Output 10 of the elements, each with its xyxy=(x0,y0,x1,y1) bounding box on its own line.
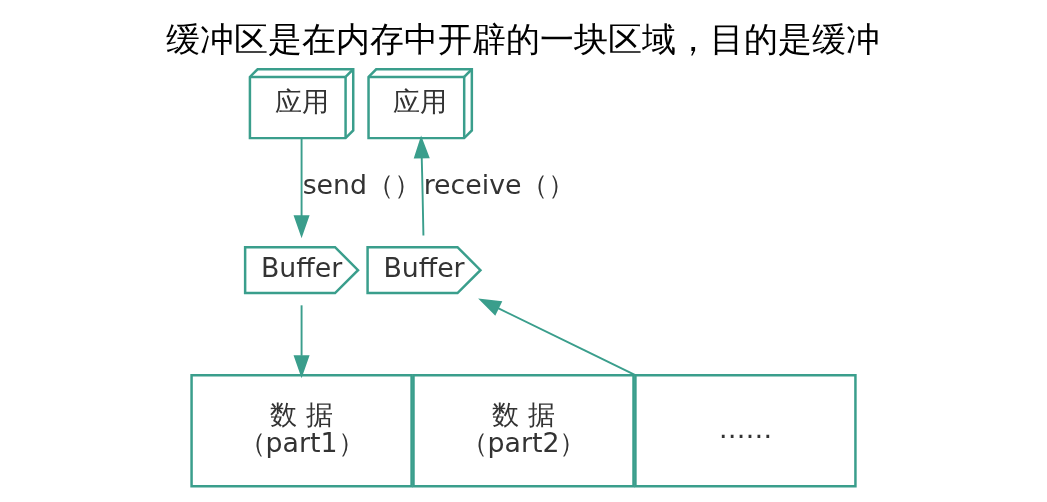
arrow xyxy=(413,135,430,237)
arrow xyxy=(478,298,637,377)
node-box: …… xyxy=(634,374,857,488)
edge-label: send（） xyxy=(302,168,422,200)
edge-label: receive（） xyxy=(423,168,576,200)
diagram-title: 缓冲区是在内存中开辟的一块区域，目的是缓冲 xyxy=(166,18,881,59)
arrow xyxy=(293,304,310,379)
node-box: 数 据 （part2） xyxy=(412,374,635,488)
node-box: 数 据 （part1） xyxy=(190,374,413,488)
arrow xyxy=(293,137,310,239)
